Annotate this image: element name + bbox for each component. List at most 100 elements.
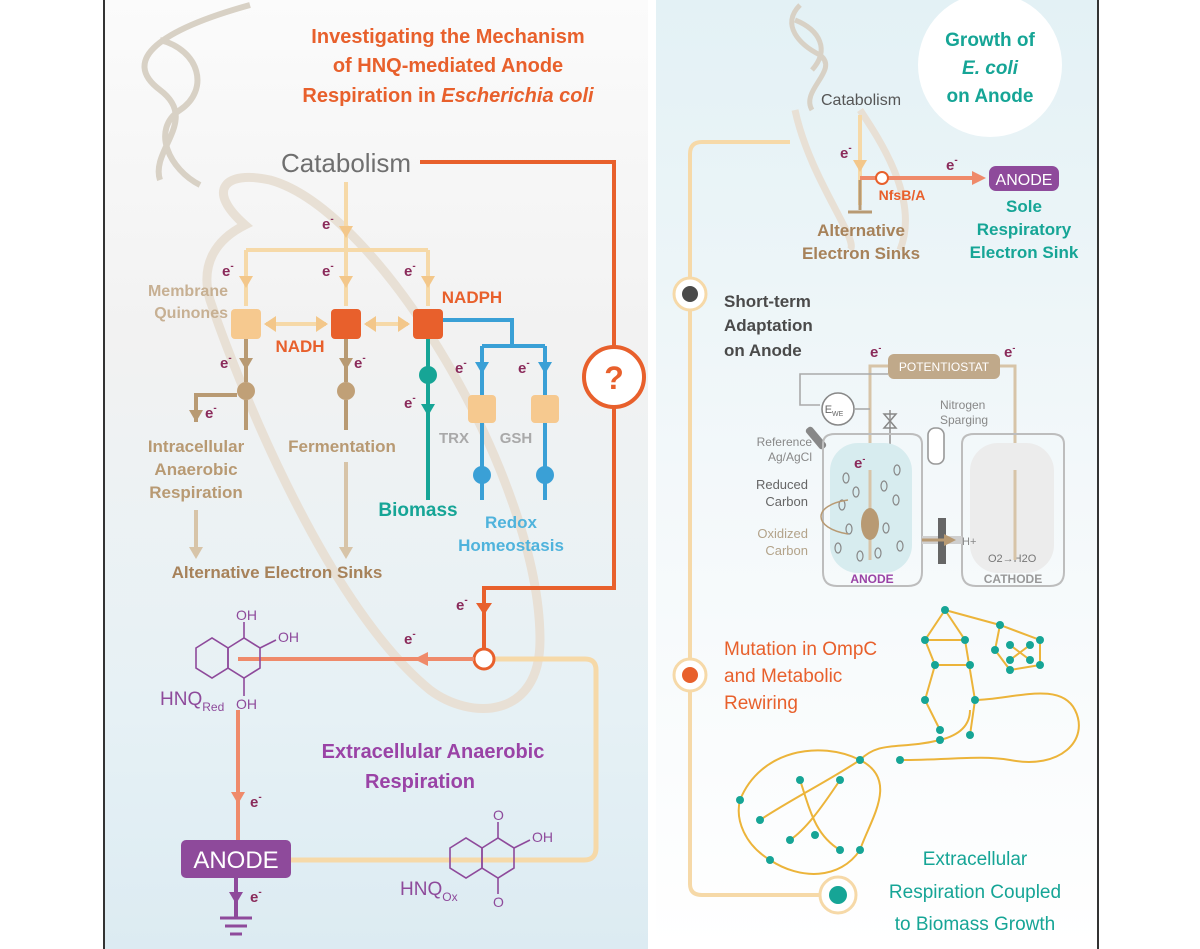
nitrogen-label: Sparging [940, 413, 988, 427]
fermentation-label: Fermentation [288, 437, 396, 456]
junction-node[interactable] [472, 647, 496, 671]
valve-icon [882, 413, 898, 429]
extracellular-loop [290, 656, 599, 863]
arrowhead [475, 362, 489, 374]
arrowhead [538, 362, 552, 374]
arrowhead [339, 276, 353, 288]
cell-outline [791, 109, 855, 253]
title-line-3: Respiration in Escherichia coli [302, 85, 594, 107]
cell-outline [202, 172, 545, 713]
redox-line [443, 318, 547, 500]
electron-label: e- [404, 629, 416, 648]
nfsb-label: NfsB/A [879, 187, 926, 203]
mutation-label: Rewiring [724, 693, 798, 714]
reference-electrode [805, 426, 827, 450]
short-term-label: on Anode [724, 341, 802, 360]
potentiostat-box [888, 354, 1000, 379]
electron-label: e- [946, 155, 958, 174]
arrowhead [229, 892, 243, 904]
anode-label: ANODE [996, 172, 1053, 189]
nadh-label: NADH [275, 337, 324, 356]
growth-title-circle [918, 0, 1062, 137]
gsh-output-node [536, 466, 554, 484]
cathode-vessel [961, 444, 1065, 587]
o-label: O [493, 807, 504, 823]
electron-label: e- [404, 393, 416, 412]
electron-label: e- [518, 358, 530, 377]
arrowhead [853, 160, 867, 172]
alt-sinks-label: Alternative [817, 221, 905, 240]
potentiostat-label: POTENTIOSTAT [899, 360, 990, 374]
sole-sink-label: Respiratory [977, 220, 1072, 239]
reference-label: Reference [757, 435, 813, 449]
extracellular-label: Respiration [365, 771, 475, 793]
anode-box [181, 840, 291, 878]
nadh-node [331, 309, 361, 339]
electron-label: e- [220, 353, 232, 372]
trx-output-node [473, 466, 491, 484]
fermentation-node [337, 382, 355, 400]
extracellular-coupled-label: to Biomass Growth [895, 914, 1056, 935]
membrane-quinones-node [231, 309, 261, 339]
title-line-2: of HNQ-mediated Anode [333, 55, 563, 77]
anode-vessel [822, 444, 923, 587]
electron-label: e- [250, 887, 262, 906]
biomass-label: Biomass [378, 500, 457, 521]
nfsb-node [875, 171, 889, 185]
electron-label: e- [456, 595, 468, 614]
arrowhead [239, 358, 253, 370]
electron-label: e- [840, 143, 852, 162]
o2h2o-label: O2→H2O [988, 553, 1037, 565]
membrane-quinones-label: Membrane [148, 283, 228, 300]
arrowhead [421, 404, 435, 416]
short-term-label: Adaptation [724, 316, 813, 335]
redox-label: Redox [485, 513, 538, 532]
mutation-label: and Metabolic [724, 666, 842, 687]
trx-label: TRX [439, 430, 469, 447]
nadph-node [413, 309, 443, 339]
catabolism-label: Catabolism [821, 92, 901, 109]
arrowhead [414, 652, 428, 666]
question-circle[interactable] [582, 345, 646, 409]
quinone-node [237, 382, 255, 400]
vessel-top [822, 433, 1065, 445]
intracellular-label: Anaerobic [154, 460, 237, 479]
extracellular-coupled-label: Respiration Coupled [889, 882, 1061, 903]
anode-box [989, 166, 1059, 191]
arrowhead [364, 316, 376, 332]
ewe-label: EWE [825, 404, 844, 418]
cell-cluster-icon [834, 464, 904, 562]
oh-label: OH [278, 629, 299, 645]
electron-label: e- [322, 261, 334, 280]
arrowhead [972, 171, 986, 185]
arrowhead [189, 547, 203, 559]
metabolite-nodes [736, 606, 1044, 864]
cathode-chamber [970, 443, 1054, 573]
arrowhead [944, 534, 956, 546]
extracellular-label: Extracellular Anaerobic [322, 741, 545, 763]
redox-label: Homeostasis [458, 536, 564, 555]
electron-label: e- [870, 343, 881, 361]
electron-label: e- [250, 792, 262, 811]
electron-label: e- [854, 454, 865, 472]
electron-label: e- [354, 353, 366, 372]
growth-title: Growth of [945, 30, 1035, 51]
alt-sinks-label: Alternative Electron Sinks [172, 563, 383, 582]
electron-label: e- [322, 214, 334, 233]
nitrogen-label: Nitrogen [940, 398, 985, 412]
catabolism-label: Catabolism [281, 148, 411, 178]
short-term-label: Short-term [724, 292, 811, 311]
carbon-arc [820, 499, 849, 535]
title-line-1: Investigating the Mechanism [311, 26, 584, 48]
hnq-red-structure-icon [195, 622, 277, 696]
growth-title: E. coli [962, 58, 1019, 79]
sole-sink-label: Sole [1006, 197, 1042, 216]
oh-label: OH [532, 829, 553, 845]
intracellular-label: Respiration [149, 483, 243, 502]
gsh-node [531, 395, 559, 423]
gsh-label: GSH [500, 430, 533, 447]
mutation-label: Mutation in OmpC [724, 639, 877, 660]
oxidized-carbon-label: Oxidized [757, 526, 808, 541]
arrowhead [339, 358, 353, 370]
sole-sink-label: Electron Sink [970, 243, 1079, 262]
